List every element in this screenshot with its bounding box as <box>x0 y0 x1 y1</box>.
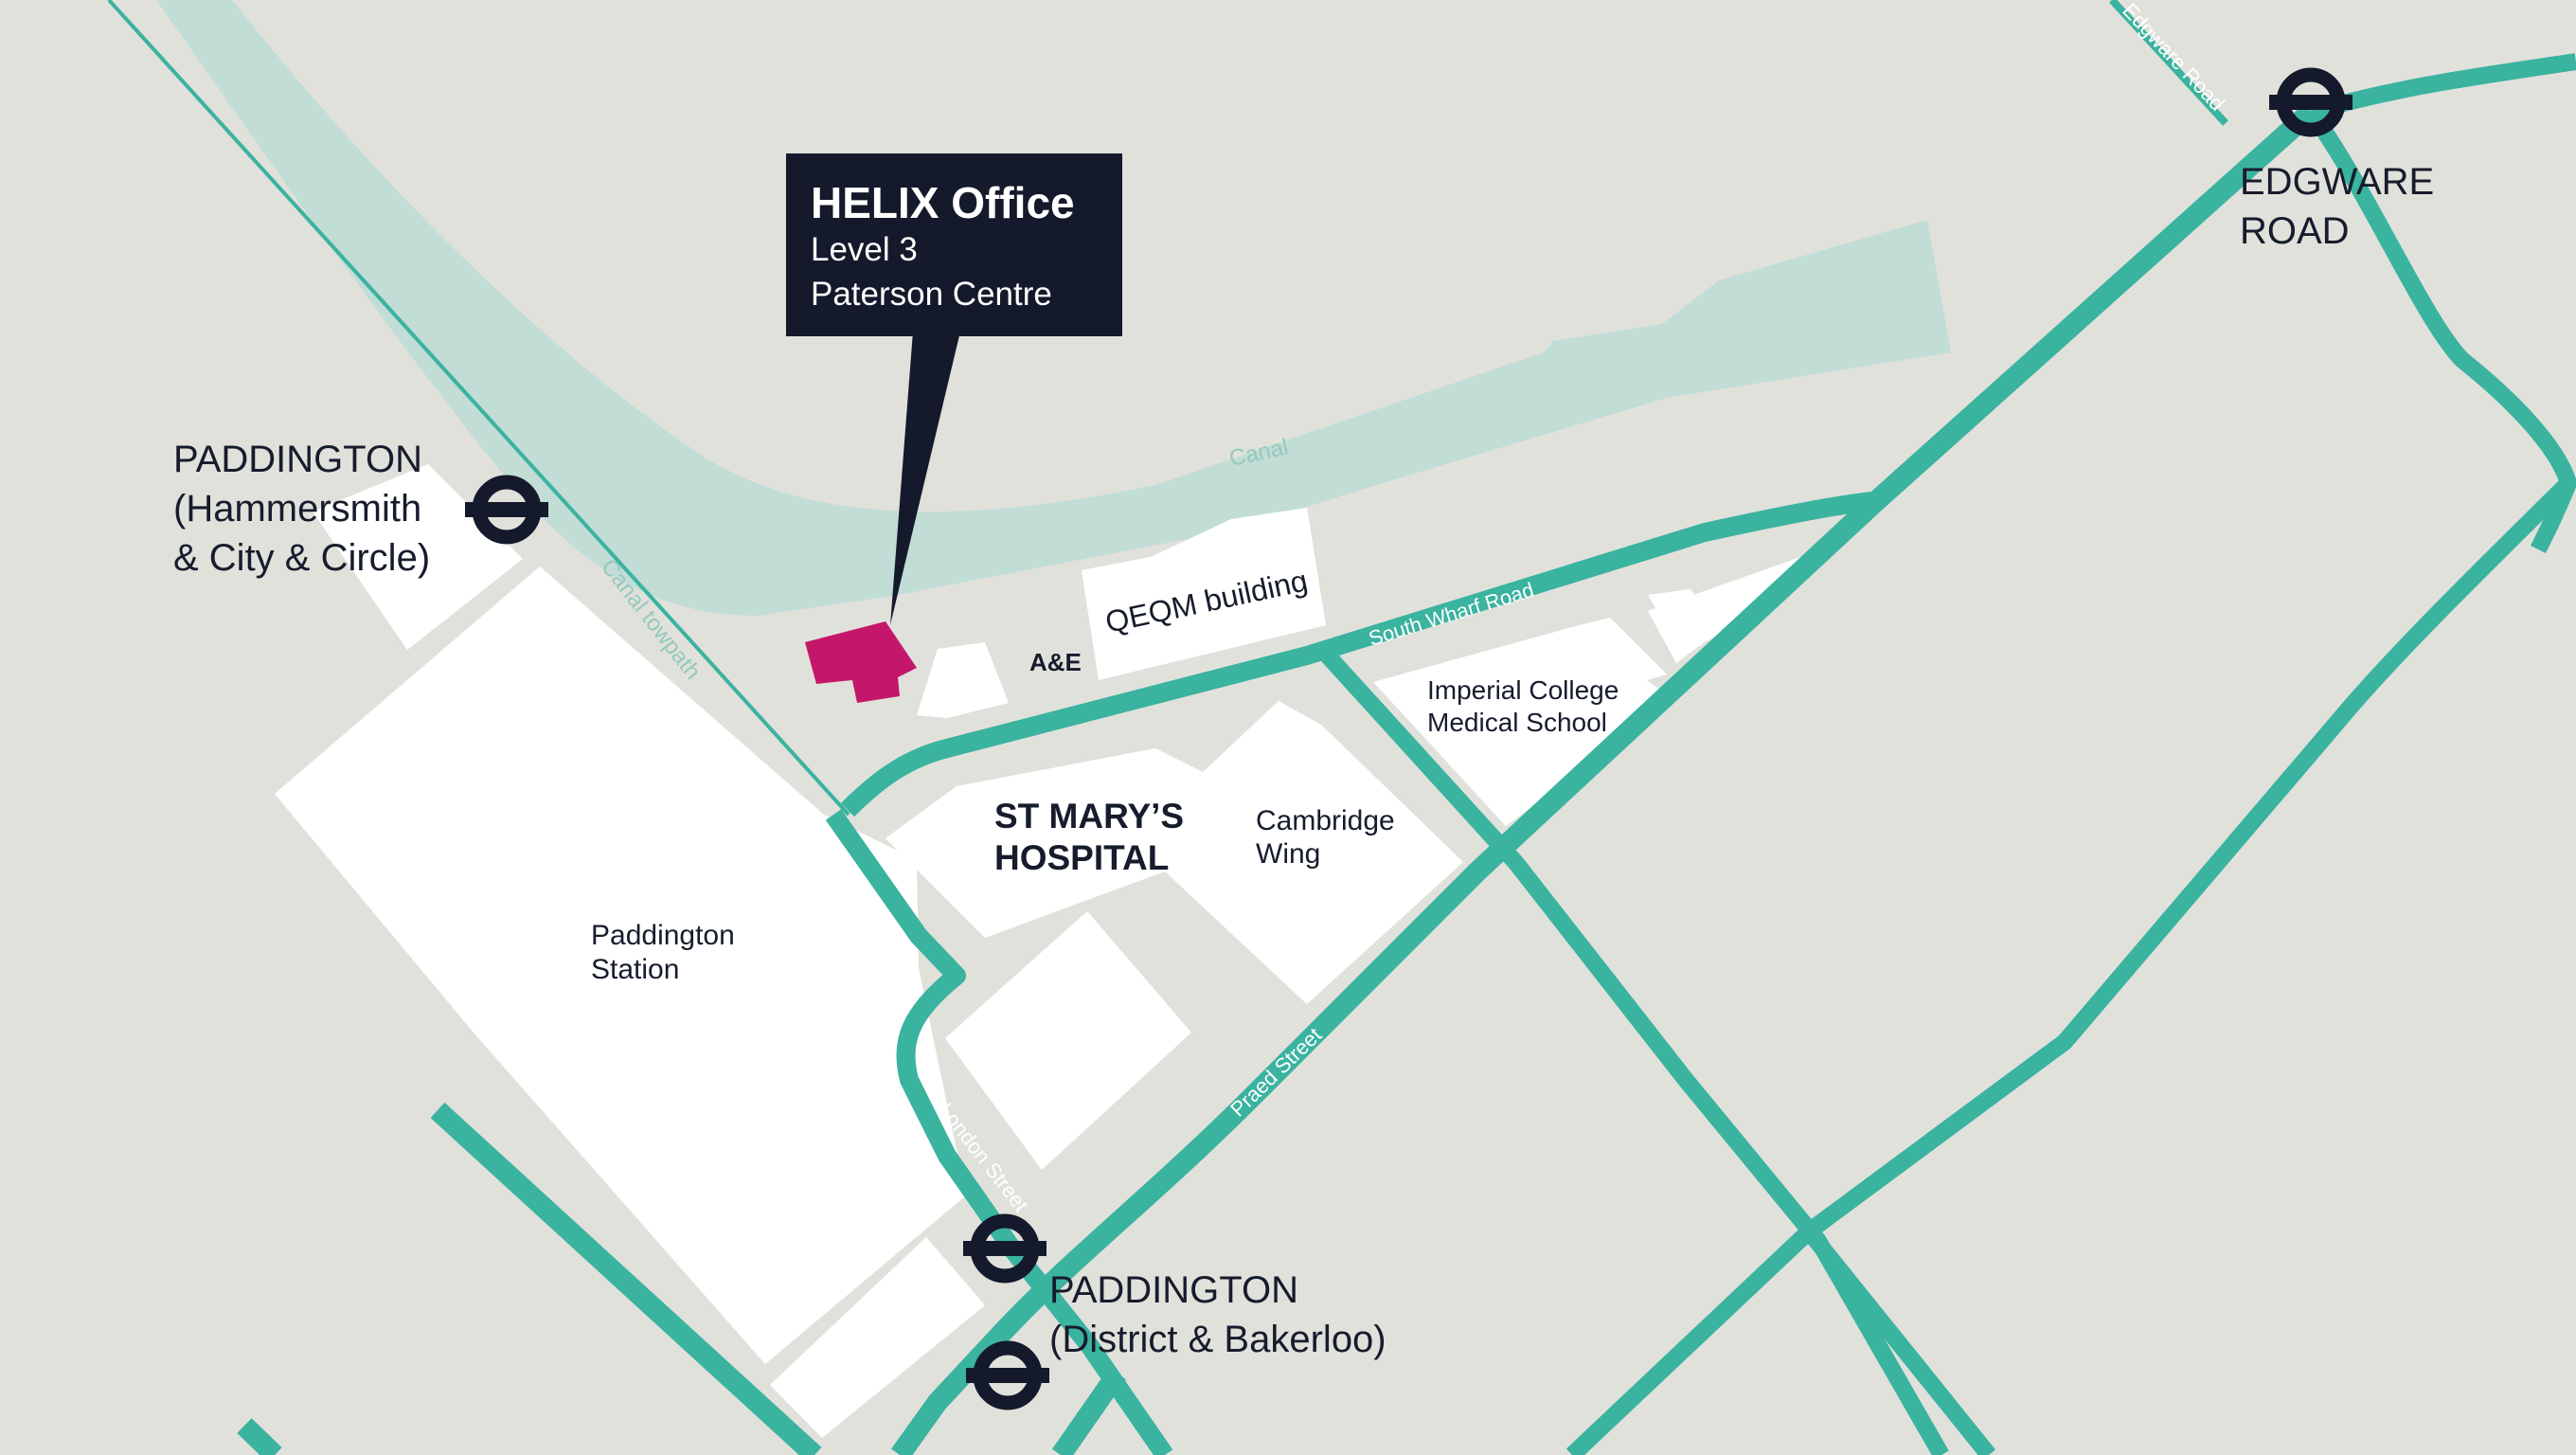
helix-site-marker <box>805 621 917 703</box>
road-diagonal-main <box>891 103 2318 1455</box>
road-bottom-middle <box>1051 1367 1127 1455</box>
roads <box>237 0 2576 1455</box>
building-london-street <box>945 911 1191 1170</box>
station-label-edgware-line1: EDGWARE <box>2240 161 2434 203</box>
label-paddington-station-line2: Station <box>591 954 679 985</box>
label-ae: A&E <box>1029 648 1082 676</box>
helix-callout: HELIX Office Level 3 Paterson Centre <box>786 153 1122 625</box>
building-small-ae <box>917 642 1009 718</box>
station-label-paddington-hc-line1: PADDINGTON <box>173 439 422 480</box>
callout-pointer <box>890 332 960 625</box>
road-south-wharf <box>840 491 1884 817</box>
callout-box <box>786 153 1122 336</box>
callout-level: Level 3 <box>811 231 918 268</box>
station-label-paddington-hc-line2: (Hammersmith <box>173 488 421 530</box>
imperial-college-building <box>1373 627 1676 826</box>
canal-towpath <box>107 0 850 817</box>
underground-roundel-icon <box>465 475 548 545</box>
label-cambridge-line1: Cambridge <box>1256 805 1395 836</box>
station-label-paddington-db-line2: (District & Bakerloo) <box>1049 1319 1386 1360</box>
station-label-paddington-db-line1: PADDINGTON <box>1049 1269 1298 1311</box>
road-praed-street <box>1319 647 1949 1455</box>
label-cambridge-line2: Wing <box>1256 838 1320 870</box>
callout-title: HELIX Office <box>811 178 1075 227</box>
underground-roundel-icon <box>966 1340 1049 1410</box>
callout-building: Paterson Centre <box>811 276 1052 313</box>
road-west-loop <box>825 809 1173 1455</box>
st-marys-hospital-building <box>886 701 1463 1004</box>
underground-roundel-icon <box>2269 67 2352 137</box>
label-st-marys-line1: ST MARY’S <box>994 797 1184 835</box>
road-far-east <box>1565 476 2575 1455</box>
label-imperial-line2: Medical School <box>1427 708 1607 737</box>
paddington-station-building <box>275 566 966 1364</box>
road-edgware-road-thin <box>2109 0 2228 126</box>
road-bottom-left <box>237 1418 282 1455</box>
label-st-marys-line2: HOSPITAL <box>994 838 1169 877</box>
qeqm-building <box>1082 508 1326 680</box>
canal <box>156 0 1951 616</box>
station-label-paddington-hc-line3: & City & Circle) <box>173 537 430 579</box>
underground-roundel-icon <box>963 1213 1046 1284</box>
building-east-1 <box>1572 618 1667 687</box>
label-paddington-station-line1: Paddington <box>591 920 735 951</box>
label-imperial-line1: Imperial College <box>1427 675 1619 705</box>
building-lower-left <box>770 1237 985 1438</box>
road-south-west <box>430 1102 822 1455</box>
station-label-edgware-line2: ROAD <box>2240 210 2350 252</box>
road-lower-right <box>1801 1226 1996 1455</box>
